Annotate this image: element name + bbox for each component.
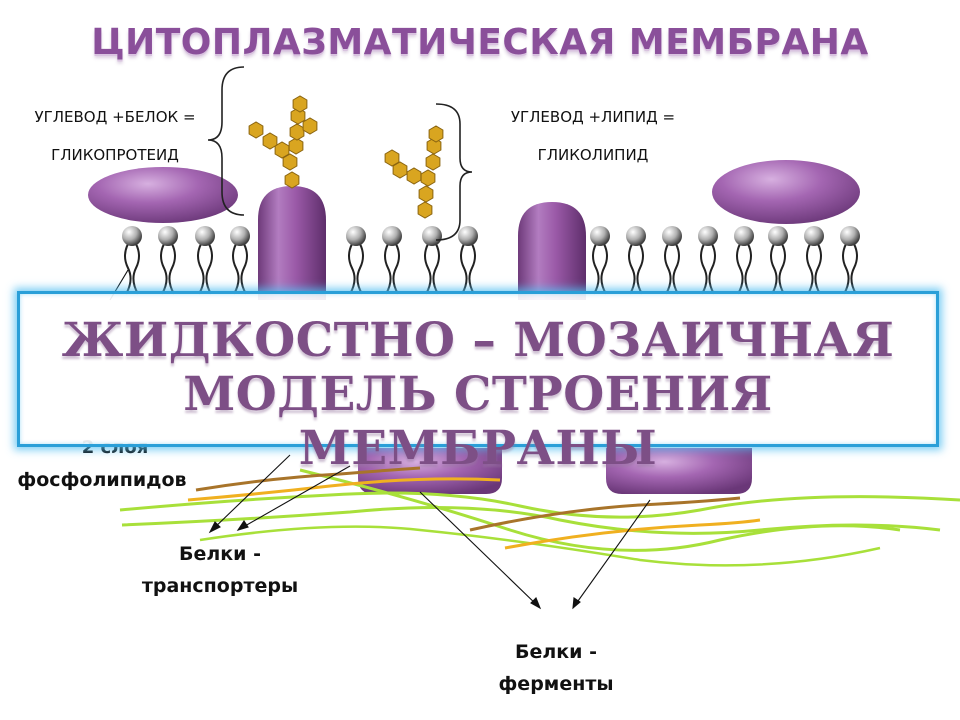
glycolipid-label-line1: УГЛЕВОД +ЛИПИД = xyxy=(510,108,676,126)
lipid-tail xyxy=(628,243,644,295)
glycolipid-label: УГЛЕВОД +ЛИПИД = ГЛИКОЛИПИД xyxy=(498,98,688,174)
carbohydrate-chains xyxy=(248,95,444,219)
lipid-head xyxy=(346,226,366,246)
sugar-unit xyxy=(282,153,298,171)
peripheral-protein-left xyxy=(88,167,238,223)
banner-line-1: ЖИДКОСТНО – МОЗАИЧНАЯ xyxy=(61,313,895,368)
sugar-unit xyxy=(426,137,442,155)
enzyme-proteins-line1: Белки - xyxy=(515,641,597,663)
arrow-enzyme-1 xyxy=(419,491,541,609)
sugar-unit xyxy=(384,149,400,167)
sugar-unit xyxy=(290,107,306,125)
fiber-orange-1 xyxy=(187,477,501,502)
sugar-unit xyxy=(418,185,434,203)
glycolipid-label-line2: ГЛИКОЛИПИД xyxy=(537,146,649,164)
sugar-unit xyxy=(392,161,408,179)
lipid-tail xyxy=(700,243,716,295)
lipid-tail xyxy=(160,243,176,295)
lipid-head xyxy=(122,226,142,246)
lipid-head xyxy=(230,226,250,246)
sugar-unit xyxy=(417,201,433,219)
integral-protein-center xyxy=(518,202,586,300)
glycoprotein-label-line1: УГЛЕВОД +БЕЛОК = xyxy=(34,108,196,126)
lipid-head xyxy=(698,226,718,246)
enzyme-proteins-line2: ферменты xyxy=(498,673,614,695)
lipid-tail xyxy=(348,243,364,295)
sugar-unit xyxy=(262,132,278,150)
lipid-head xyxy=(804,226,824,246)
sugar-unit xyxy=(289,123,305,141)
lipid-head xyxy=(158,226,178,246)
lipid-tail xyxy=(232,243,248,295)
sugar-unit xyxy=(420,169,436,187)
lipid-head xyxy=(195,226,215,246)
integral-protein-left xyxy=(258,186,326,300)
transport-proteins-line1: Белки - xyxy=(179,543,261,565)
sugar-unit xyxy=(425,153,441,171)
lipid-tail xyxy=(770,243,786,295)
sugar-unit xyxy=(428,125,444,143)
lipid-tail xyxy=(806,243,822,295)
fiber-green-1 xyxy=(119,491,960,519)
glycoprotein-brace xyxy=(207,66,245,216)
lower-protein-right xyxy=(606,448,752,494)
sugar-unit xyxy=(292,95,308,113)
arrow-enzyme-2 xyxy=(572,499,651,609)
phospholipid-label: фосфолипидов xyxy=(17,469,187,491)
lipid-tail xyxy=(197,243,213,295)
lipid-head xyxy=(662,226,682,246)
model-banner: ЖИДКОСТНО – МОЗАИЧНАЯ МОДЕЛЬ СТРОЕНИЯ МЕ… xyxy=(17,291,939,476)
lipid-head xyxy=(422,226,442,246)
lipid-tail xyxy=(424,243,440,295)
lipid-head xyxy=(590,226,610,246)
fiber-orange-2 xyxy=(504,518,761,550)
glycoprotein-label: УГЛЕВОД +БЕЛОК = ГЛИКОПРОТЕИД xyxy=(20,98,210,174)
lipid-head xyxy=(458,226,478,246)
fiber-brown-2 xyxy=(469,496,741,532)
sugar-unit xyxy=(248,121,264,139)
lower-protein-left xyxy=(358,448,502,494)
lipid-tail xyxy=(842,243,858,295)
lipid-tail xyxy=(384,243,400,295)
fiber-green-3 xyxy=(299,468,901,552)
lipid-head xyxy=(382,226,402,246)
banner-line-2: МОДЕЛЬ СТРОЕНИЯ МЕМБРАНЫ xyxy=(183,367,773,476)
arrow-transport-1 xyxy=(209,454,291,533)
transport-proteins-line2: транспортеры xyxy=(141,575,299,597)
phospholipid-layer xyxy=(122,226,860,295)
lipid-tail xyxy=(736,243,752,295)
peripheral-protein-right xyxy=(712,160,860,224)
fiber-brown-1 xyxy=(195,466,421,492)
sugar-unit xyxy=(288,137,304,155)
page-title: ЦИТОПЛАЗМАТИЧЕСКАЯ МЕМБРАНА xyxy=(91,22,869,63)
lipid-tail xyxy=(460,243,476,295)
transport-proteins-label: Белки - транспортеры xyxy=(120,538,320,602)
sugar-unit xyxy=(406,167,422,185)
enzyme-proteins-label: Белки - ферменты xyxy=(456,636,656,700)
lipid-tail xyxy=(592,243,608,295)
sugar-unit xyxy=(302,117,318,135)
fiber-green-2 xyxy=(121,506,941,535)
lipid-tail xyxy=(664,243,680,295)
lipid-head xyxy=(768,226,788,246)
arrow-transport-2 xyxy=(237,465,351,531)
lipid-tail xyxy=(124,243,140,295)
sugar-unit xyxy=(284,171,300,189)
glycolipid-brace xyxy=(435,103,473,241)
glycoprotein-label-line2: ГЛИКОПРОТЕИД xyxy=(51,146,179,164)
lipid-head xyxy=(840,226,860,246)
lipid-head xyxy=(734,226,754,246)
lipid-head xyxy=(626,226,646,246)
